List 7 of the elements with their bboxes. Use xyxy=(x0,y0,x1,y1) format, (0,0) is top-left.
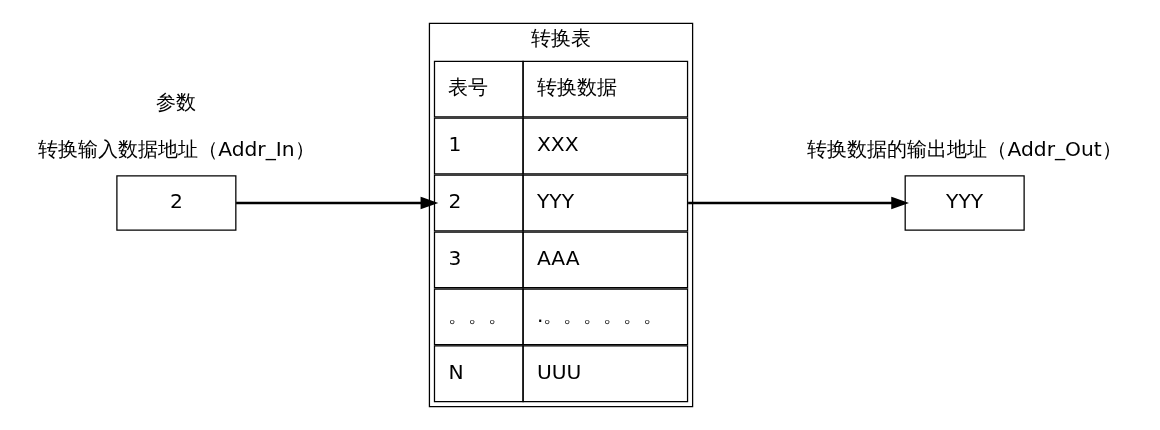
label: 参数 xyxy=(156,90,197,115)
arrow xyxy=(688,196,909,210)
node-box: 2 xyxy=(116,175,237,231)
arrow xyxy=(236,196,439,210)
node-label: 转换输入数据地址（Addr_In） xyxy=(38,136,315,161)
node-label: 转换数据的输出地址（Addr_Out） xyxy=(807,136,1122,161)
node-box: YYY xyxy=(904,175,1025,231)
